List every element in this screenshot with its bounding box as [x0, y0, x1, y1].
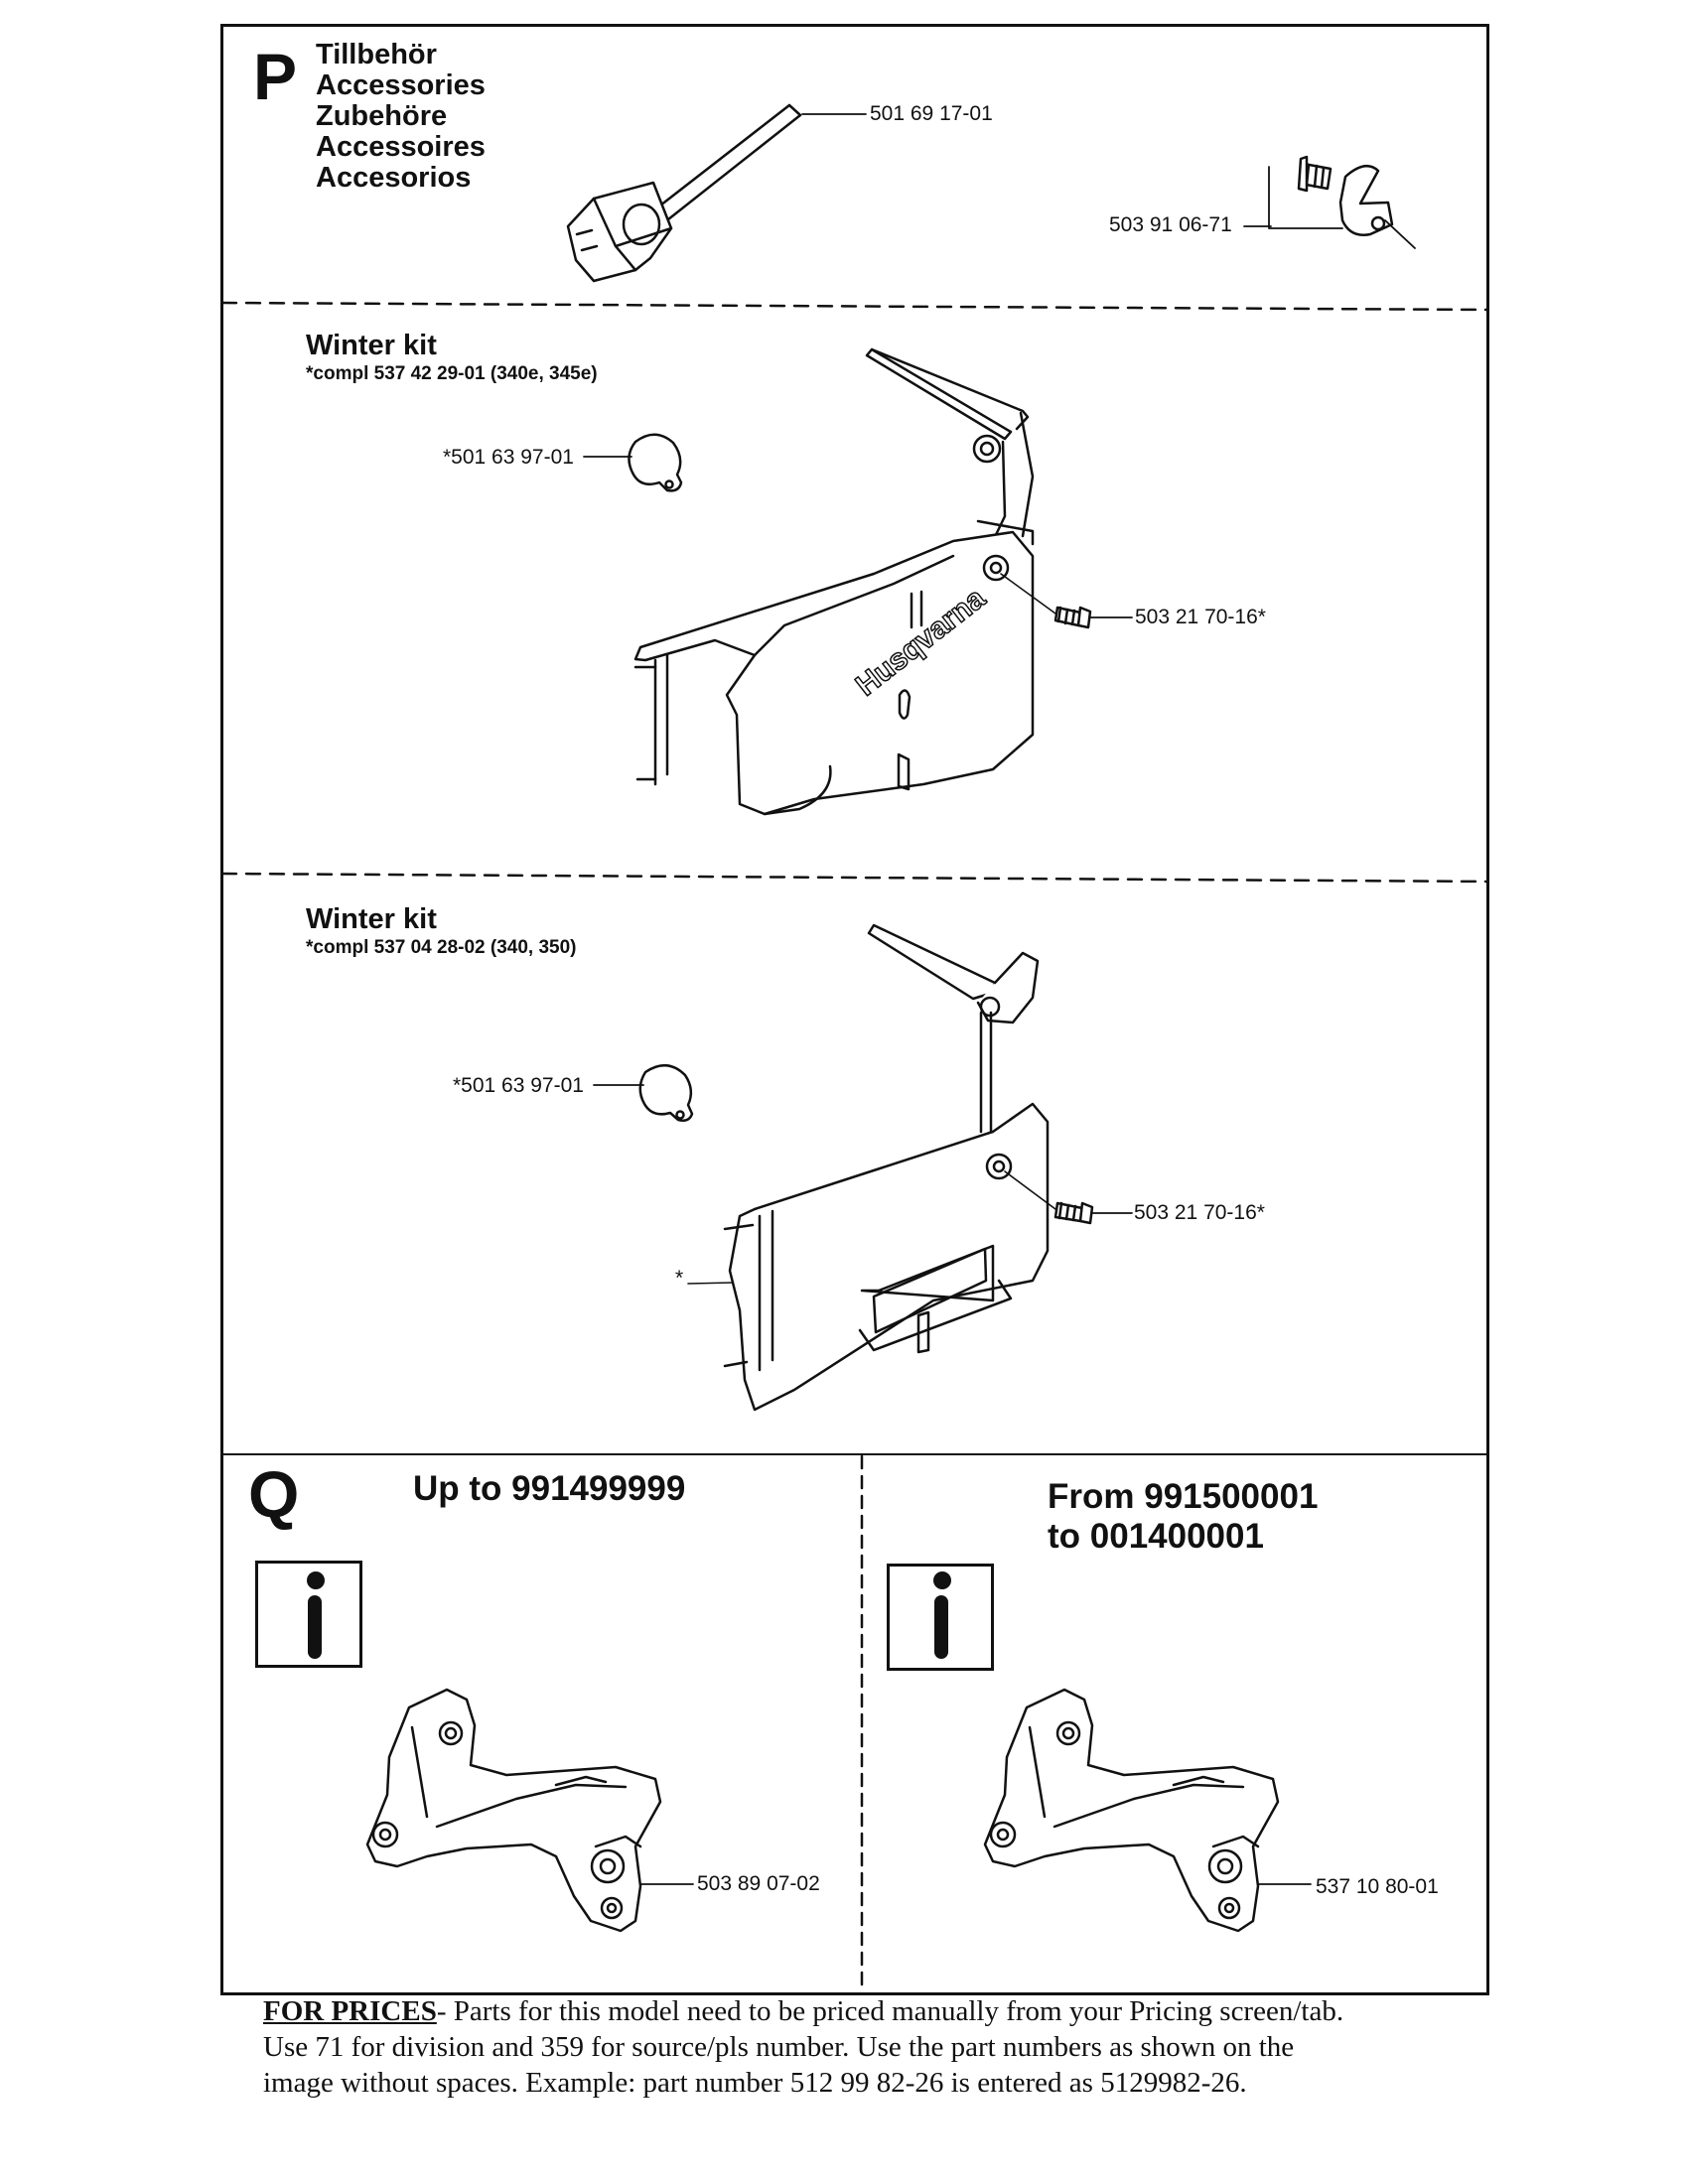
- range-from: From 991500001: [1048, 1477, 1319, 1516]
- pricing-footer: FOR PRICES- Parts for this model need to…: [263, 1993, 1514, 2101]
- screw-clip-icon: [1268, 155, 1416, 249]
- divider-p-kit1: [220, 301, 1489, 312]
- accessories-es: Accesorios: [316, 162, 472, 194]
- footer-line-3: image without spaces. Example: part numb…: [263, 2067, 1247, 2099]
- winter-kit-2-compl: *compl 537 04 28-02 (340, 350): [306, 937, 577, 958]
- accessories-sv: Tillbehör: [316, 39, 437, 70]
- chain-brake-bracket-right-icon: [983, 1688, 1280, 1933]
- accessories-fr: Accessoires: [316, 131, 486, 163]
- part-number-screw-1: 503 21 70-16*: [1135, 606, 1266, 628]
- combination-wrench-icon: [566, 103, 802, 283]
- winter-kit-1-title: Winter kit: [306, 330, 437, 361]
- footer-line-2: Use 71 for division and 359 for source/p…: [263, 2031, 1295, 2063]
- footer-line-1: FOR PRICES- Parts for this model need to…: [263, 1995, 1344, 2027]
- info-box-left: [255, 1561, 362, 1668]
- for-prices-label: FOR PRICES: [263, 1995, 437, 2027]
- section-letter-p: P: [253, 40, 298, 113]
- winter-kit-2-title: Winter kit: [306, 903, 437, 935]
- info-icon-right: [933, 1571, 951, 1659]
- part-number-screw-2: 503 21 70-16*: [1134, 1201, 1265, 1224]
- diagram-frame: [220, 24, 1489, 1995]
- winter-cover-1-icon: [633, 347, 1092, 816]
- info-icon-left: [307, 1571, 325, 1659]
- section-letter-q: Q: [248, 1457, 300, 1531]
- part-number-right-bracket: 537 10 80-01: [1316, 1875, 1439, 1898]
- part-number-cap-2: *501 63 97-01: [453, 1074, 584, 1097]
- winter-cap-1-icon: [628, 433, 683, 492]
- range-up-to: Up to 991499999: [413, 1469, 686, 1508]
- part-number-cap-1: *501 63 97-01: [443, 446, 574, 469]
- range-to: to 001400001: [1048, 1517, 1264, 1556]
- part-number-screw-clip: 503 91 06-71: [1109, 213, 1232, 236]
- info-box-right: [887, 1564, 994, 1671]
- accessories-en: Accessories: [316, 69, 486, 101]
- winter-kit-1-compl: *compl 537 42 29-01 (340e, 345e): [306, 363, 598, 384]
- winter-cover-2-icon: [687, 923, 1094, 1412]
- chain-brake-bracket-left-icon: [365, 1688, 662, 1933]
- kit-2-star-marker: *: [675, 1267, 684, 1290]
- part-number-left-bracket: 503 89 07-02: [697, 1872, 820, 1895]
- part-number-wrench: 501 69 17-01: [870, 102, 993, 125]
- winter-cap-2-icon: [638, 1064, 694, 1122]
- accessories-de: Zubehöre: [316, 100, 448, 132]
- divider-kit1-kit2: [220, 872, 1489, 884]
